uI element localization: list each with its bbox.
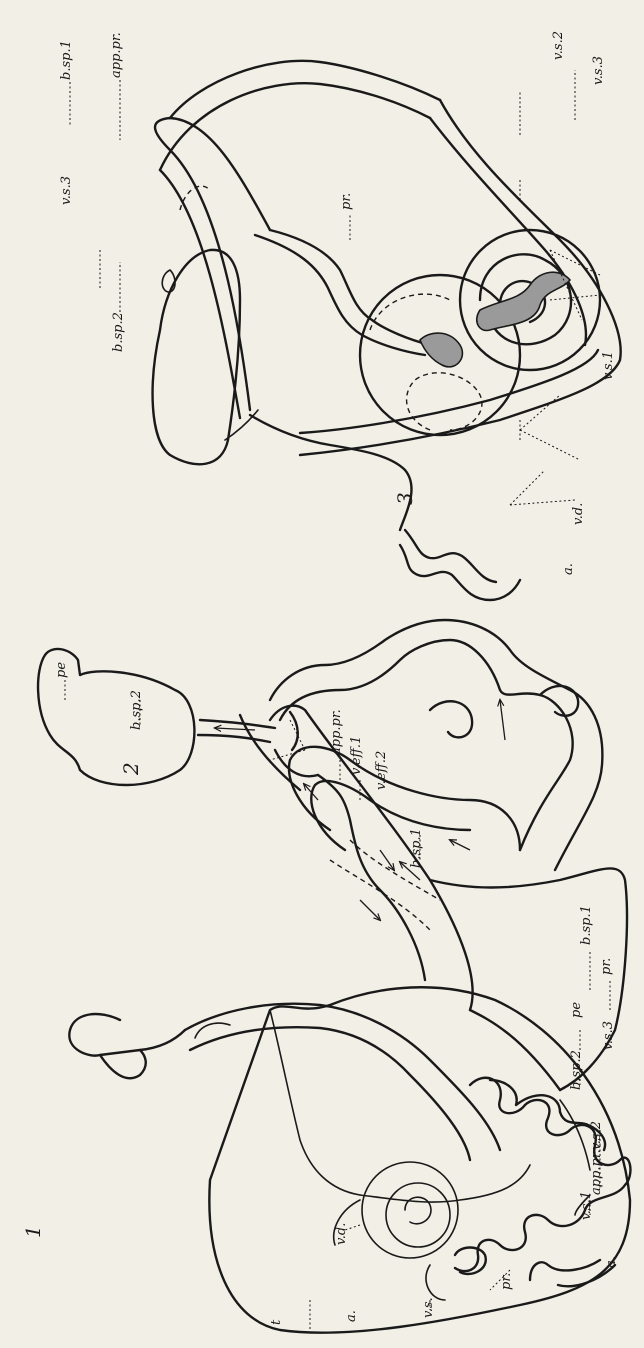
fig3-label-pr: pr. [339, 193, 354, 210]
fig2-label-a: a. [604, 1256, 619, 1268]
fig2-label-v-s-3: v.s.3 [601, 1021, 616, 1050]
fig2-label-v-s-2: v.s.2 [589, 1121, 604, 1150]
figure-1-drawing [69, 987, 630, 1332]
fig3-label-v-s-2: v.s.2 [551, 31, 566, 60]
fig3-label-v-s-3-upper: v.s.3 [59, 176, 74, 205]
fig3-label-v-s-1: v.s.1 [601, 351, 616, 380]
fig1-label-v-s: v.s. [421, 1297, 436, 1318]
fig3-label-b-sp-2: b.sp.2 [111, 312, 126, 352]
fig3-label-v-d: v.d. [571, 503, 586, 525]
fig3-label-a: a. [561, 563, 576, 575]
fig2-label-b-sp-1-lower: b.sp.1 [579, 905, 594, 945]
fig2-label-b-sp-2: b.sp.2 [129, 690, 144, 730]
fig2-label-app-pr: app.pr. [329, 709, 344, 755]
fig1-label-t: t [269, 1319, 284, 1325]
fig1-label-app-pr: app.pr. [589, 1149, 604, 1195]
fig2-label-v-eff-1: v.eff.1 [349, 736, 364, 775]
fig3-label-v-s-3-lower: v.s.3 [591, 56, 606, 85]
figure-2-number: 2 [119, 762, 143, 776]
fig2-label-v-eff-2: v.eff.2 [374, 751, 389, 790]
fig1-label-a: a. [344, 1310, 359, 1322]
fig2-label-b-sp-1-upper: b.sp.1 [409, 828, 424, 868]
fig1-label-b-sp-2: b.sp.2 [569, 1050, 584, 1090]
fig2-label-pe: pe [54, 662, 69, 678]
fig1-label-pr: pr. [499, 1273, 514, 1290]
fig2-label-v-d: v.d. [334, 1223, 349, 1245]
figure-3-drawing [153, 61, 621, 600]
figure-1-number: 1 [21, 1225, 45, 1238]
figure-3-number: 3 [393, 492, 417, 505]
leader-lines [65, 70, 610, 1330]
fig1-label-pe: pe [569, 1002, 584, 1018]
fig2-label-pr: pr. [599, 958, 614, 975]
fig3-label-b-sp-1: b.sp.1 [59, 40, 74, 80]
fig3-label-app-pr: app.pr. [109, 32, 124, 78]
